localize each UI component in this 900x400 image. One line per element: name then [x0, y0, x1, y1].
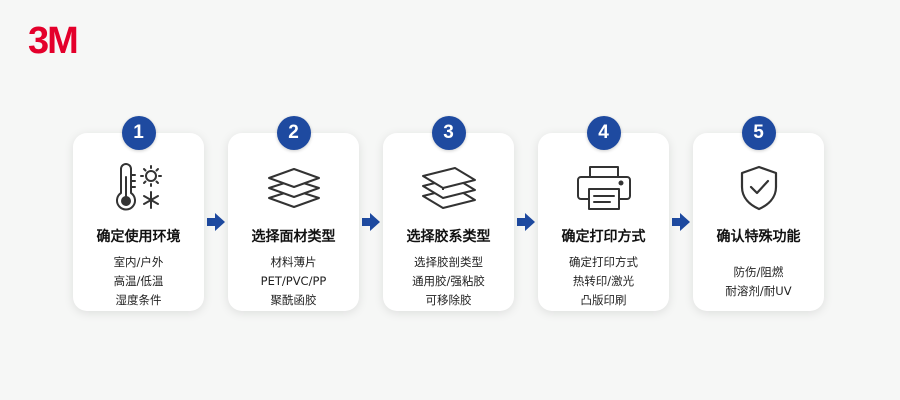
step-detail: 可移除胶 — [425, 293, 472, 307]
printer-icon — [575, 163, 633, 213]
step-number-badge: 4 — [586, 116, 621, 150]
step-title: 选择面材类型 — [251, 229, 336, 245]
step-number-badge: 5 — [741, 116, 776, 150]
step-details: 室内/户外 高温/低温 湿度条件 — [114, 253, 164, 310]
step-title: 选择胶系类型 — [406, 229, 491, 245]
step-detail: 高温/低温 — [113, 274, 164, 288]
step-number-badge: 3 — [431, 116, 466, 150]
step-card: 确定打印方式 确定打印方式 热转印/激光 凸版印刷 — [538, 133, 669, 311]
step-card: 选择面材类型 材料薄片 PET/PVC/PP 聚酰函胶 — [228, 133, 359, 311]
sheets-icon — [419, 163, 479, 213]
arrow-right-icon — [669, 133, 693, 311]
arrow-right-icon — [514, 133, 538, 311]
step-number-badge: 1 — [121, 116, 156, 150]
process-steps: 1 — [73, 116, 824, 311]
step-title: 确定打印方式 — [561, 229, 646, 245]
step-details: 材料薄片 PET/PVC/PP 聚酰函胶 — [261, 253, 327, 310]
step-title: 确认特殊功能 — [716, 229, 801, 245]
arrow-right-icon — [204, 133, 228, 311]
step-detail: PET/PVC/PP — [260, 274, 327, 288]
step-card: 确认特殊功能 防伤/阻燃 耐溶剂/耐UV — [693, 133, 824, 311]
step-detail: 通用胶/强粘胶 — [412, 274, 485, 288]
step-3: 3 选择胶系类型 选择胶剖类型 通用胶/强粘胶 可移除胶 — [383, 116, 514, 311]
step-number-badge: 2 — [276, 116, 311, 150]
step-title: 确定使用环境 — [96, 229, 181, 245]
step-card: 确定使用环境 室内/户外 高温/低温 湿度条件 — [73, 133, 204, 311]
step-detail: 湿度条件 — [115, 293, 162, 307]
step-detail: 确定打印方式 — [569, 255, 638, 269]
step-detail: 材料薄片 — [270, 255, 317, 269]
step-details: 确定打印方式 热转印/激光 凸版印刷 — [569, 253, 638, 310]
arrow-right-icon — [359, 133, 383, 311]
step-2: 2 选择面材类型 材料薄片 PET/PVC/PP 聚酰函胶 — [228, 116, 359, 311]
shield-check-icon — [739, 163, 779, 213]
step-card: 选择胶系类型 选择胶剖类型 通用胶/强粘胶 可移除胶 — [383, 133, 514, 311]
step-1: 1 — [73, 116, 204, 311]
step-detail: 选择胶剖类型 — [414, 255, 483, 269]
step-5: 5 确认特殊功能 防伤/阻燃 耐溶剂/耐UV — [693, 116, 824, 311]
step-detail: 聚酰函胶 — [270, 293, 317, 307]
step-detail: 防伤/阻燃 — [733, 265, 784, 279]
step-4: 4 确定打印方式 确定打印方式 热转印/激光 凸版印刷 — [538, 116, 669, 311]
step-detail: 室内/户外 — [113, 255, 164, 269]
step-detail: 耐溶剂/耐UV — [725, 284, 792, 298]
step-details: 防伤/阻燃 耐溶剂/耐UV — [725, 263, 791, 301]
step-details: 选择胶剖类型 通用胶/强粘胶 可移除胶 — [412, 253, 485, 310]
layers-icon — [267, 163, 321, 213]
brand-logo: 3M — [28, 20, 79, 62]
step-detail: 凸版印刷 — [580, 293, 627, 307]
thermometer-weather-icon — [111, 163, 167, 213]
step-detail: 热转印/激光 — [572, 274, 635, 288]
